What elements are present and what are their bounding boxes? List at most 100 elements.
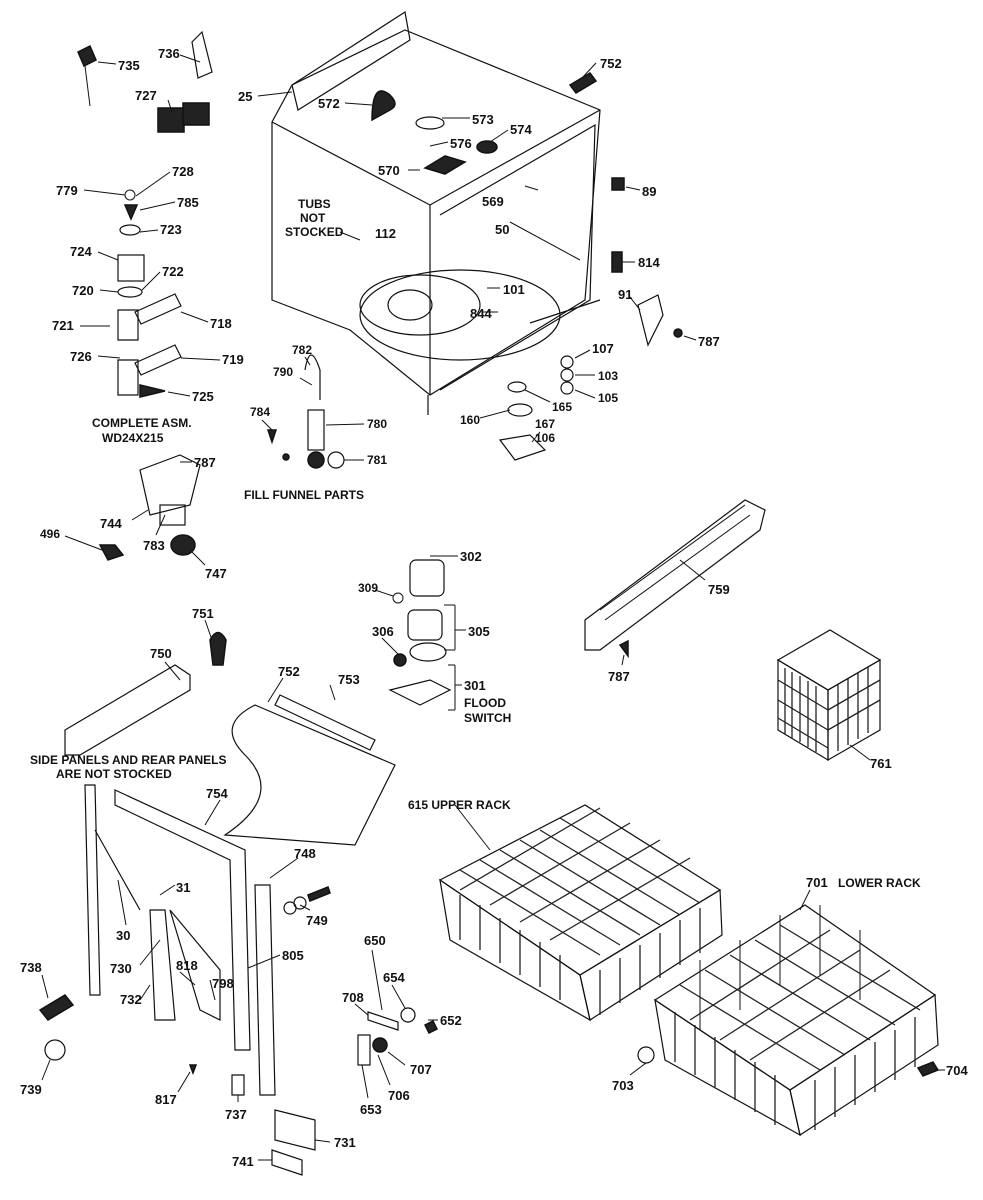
part-label-306: 306 xyxy=(372,624,394,639)
part-label-723: 723 xyxy=(160,222,182,237)
part-label-25: 25 xyxy=(238,89,252,104)
part-label-305: 305 xyxy=(468,624,490,639)
part-label-752b: 752 xyxy=(278,664,300,679)
part-label-31: 31 xyxy=(176,880,190,895)
upper-rack-caption: 615 UPPER RACK xyxy=(408,798,511,812)
part-label-574: 574 xyxy=(510,122,532,137)
part-label-569: 569 xyxy=(482,194,504,209)
tubs-not-stocked-caption-1: TUBS xyxy=(298,197,331,211)
small-parts xyxy=(77,30,766,706)
part-label-654: 654 xyxy=(383,970,405,985)
part-label-787c: 787 xyxy=(608,669,630,684)
part-label-748: 748 xyxy=(294,846,316,861)
part-label-703: 703 xyxy=(612,1078,634,1093)
part-label-741: 741 xyxy=(232,1154,254,1169)
complete-asm-caption-2: WD24X215 xyxy=(102,431,164,445)
part-label-787b: 787 xyxy=(194,455,216,470)
part-label-747: 747 xyxy=(205,566,227,581)
part-label-167: 167 xyxy=(535,417,555,431)
part-label-739: 739 xyxy=(20,1082,42,1097)
part-label-737: 737 xyxy=(225,1107,247,1122)
part-label-652: 652 xyxy=(440,1013,462,1028)
complete-asm-caption-1: COMPLETE ASM. xyxy=(92,416,192,430)
part-label-787a: 787 xyxy=(698,334,720,349)
part-label-749: 749 xyxy=(306,913,328,928)
leader-lines xyxy=(41,54,945,1161)
part-label-779: 779 xyxy=(56,183,78,198)
part-label-782: 782 xyxy=(292,343,312,357)
part-label-112: 112 xyxy=(375,226,396,241)
part-label-730: 730 xyxy=(110,961,132,976)
cutlery-basket xyxy=(776,629,882,762)
part-label-736: 736 xyxy=(158,46,180,61)
part-label-727: 727 xyxy=(135,88,157,103)
part-label-650: 650 xyxy=(364,933,386,948)
part-label-752: 752 xyxy=(600,56,622,71)
part-label-91: 91 xyxy=(618,287,632,302)
part-label-89: 89 xyxy=(642,184,656,199)
part-label-718: 718 xyxy=(210,316,232,331)
part-label-783: 783 xyxy=(143,538,165,553)
part-label-301: 301 xyxy=(464,678,486,693)
part-label-719: 719 xyxy=(222,352,244,367)
part-label-708: 708 xyxy=(342,990,364,1005)
part-label-722: 722 xyxy=(162,264,184,279)
part-label-784: 784 xyxy=(250,405,270,419)
part-label-720: 720 xyxy=(72,283,94,298)
part-label-754: 754 xyxy=(206,786,228,801)
part-label-814: 814 xyxy=(638,255,660,270)
part-label-721: 721 xyxy=(52,318,74,333)
part-label-496: 496 xyxy=(40,527,60,541)
part-label-732: 732 xyxy=(120,992,142,1007)
side-panels-caption-1: SIDE PANELS AND REAR PANELS xyxy=(30,753,226,767)
part-label-576: 576 xyxy=(450,136,472,151)
part-label-785: 785 xyxy=(177,195,199,210)
part-label-573: 573 xyxy=(472,112,494,127)
part-label-107: 107 xyxy=(592,341,614,356)
part-label-160: 160 xyxy=(460,413,480,427)
part-label-106: 106 xyxy=(535,431,555,445)
part-label-738: 738 xyxy=(20,960,42,975)
part-label-570: 570 xyxy=(378,163,400,178)
part-label-817: 817 xyxy=(155,1092,177,1107)
part-label-726: 726 xyxy=(70,349,92,364)
part-label-50: 50 xyxy=(495,222,509,237)
part-label-30: 30 xyxy=(116,928,130,943)
part-label-805: 805 xyxy=(282,948,304,963)
part-label-761: 761 xyxy=(870,756,892,771)
part-label-101: 101 xyxy=(503,282,525,297)
part-label-725: 725 xyxy=(192,389,214,404)
part-label-704: 704 xyxy=(946,1063,968,1078)
part-label-572: 572 xyxy=(318,96,340,111)
tubs-not-stocked-caption-2: NOT xyxy=(300,211,326,225)
fill-funnel-parts-caption: FILL FUNNEL PARTS xyxy=(244,488,364,502)
part-label-818: 818 xyxy=(176,958,198,973)
part-label-707: 707 xyxy=(410,1062,432,1077)
part-label-653: 653 xyxy=(360,1102,382,1117)
tub-assembly xyxy=(271,11,601,415)
part-label-798: 798 xyxy=(212,976,234,991)
part-labels: 735 736 727 25 572 752 573 574 576 570 8… xyxy=(20,46,968,1169)
part-label-302: 302 xyxy=(460,549,482,564)
part-label-759: 759 xyxy=(708,582,730,597)
part-label-701: 701 xyxy=(806,875,828,890)
part-label-724: 724 xyxy=(70,244,92,259)
part-label-781: 781 xyxy=(367,453,387,467)
flood-switch-caption-2: SWITCH xyxy=(464,711,511,725)
lower-rack-caption: LOWER RACK xyxy=(838,876,921,890)
captions: TUBS NOT STOCKED COMPLETE ASM. WD24X215 … xyxy=(30,197,921,890)
part-label-790: 790 xyxy=(273,365,293,379)
part-label-753: 753 xyxy=(338,672,360,687)
part-label-751: 751 xyxy=(192,606,214,621)
part-label-309: 309 xyxy=(358,581,378,595)
part-label-165: 165 xyxy=(552,400,572,414)
part-label-744: 744 xyxy=(100,516,122,531)
part-label-105: 105 xyxy=(598,391,618,405)
part-label-780: 780 xyxy=(367,417,387,431)
part-label-844: 844 xyxy=(470,306,492,321)
tubs-not-stocked-caption-3: STOCKED xyxy=(285,225,344,239)
upper-rack xyxy=(438,804,723,1022)
part-label-731: 731 xyxy=(334,1135,356,1150)
side-panels-caption-2: ARE NOT STOCKED xyxy=(56,767,172,781)
